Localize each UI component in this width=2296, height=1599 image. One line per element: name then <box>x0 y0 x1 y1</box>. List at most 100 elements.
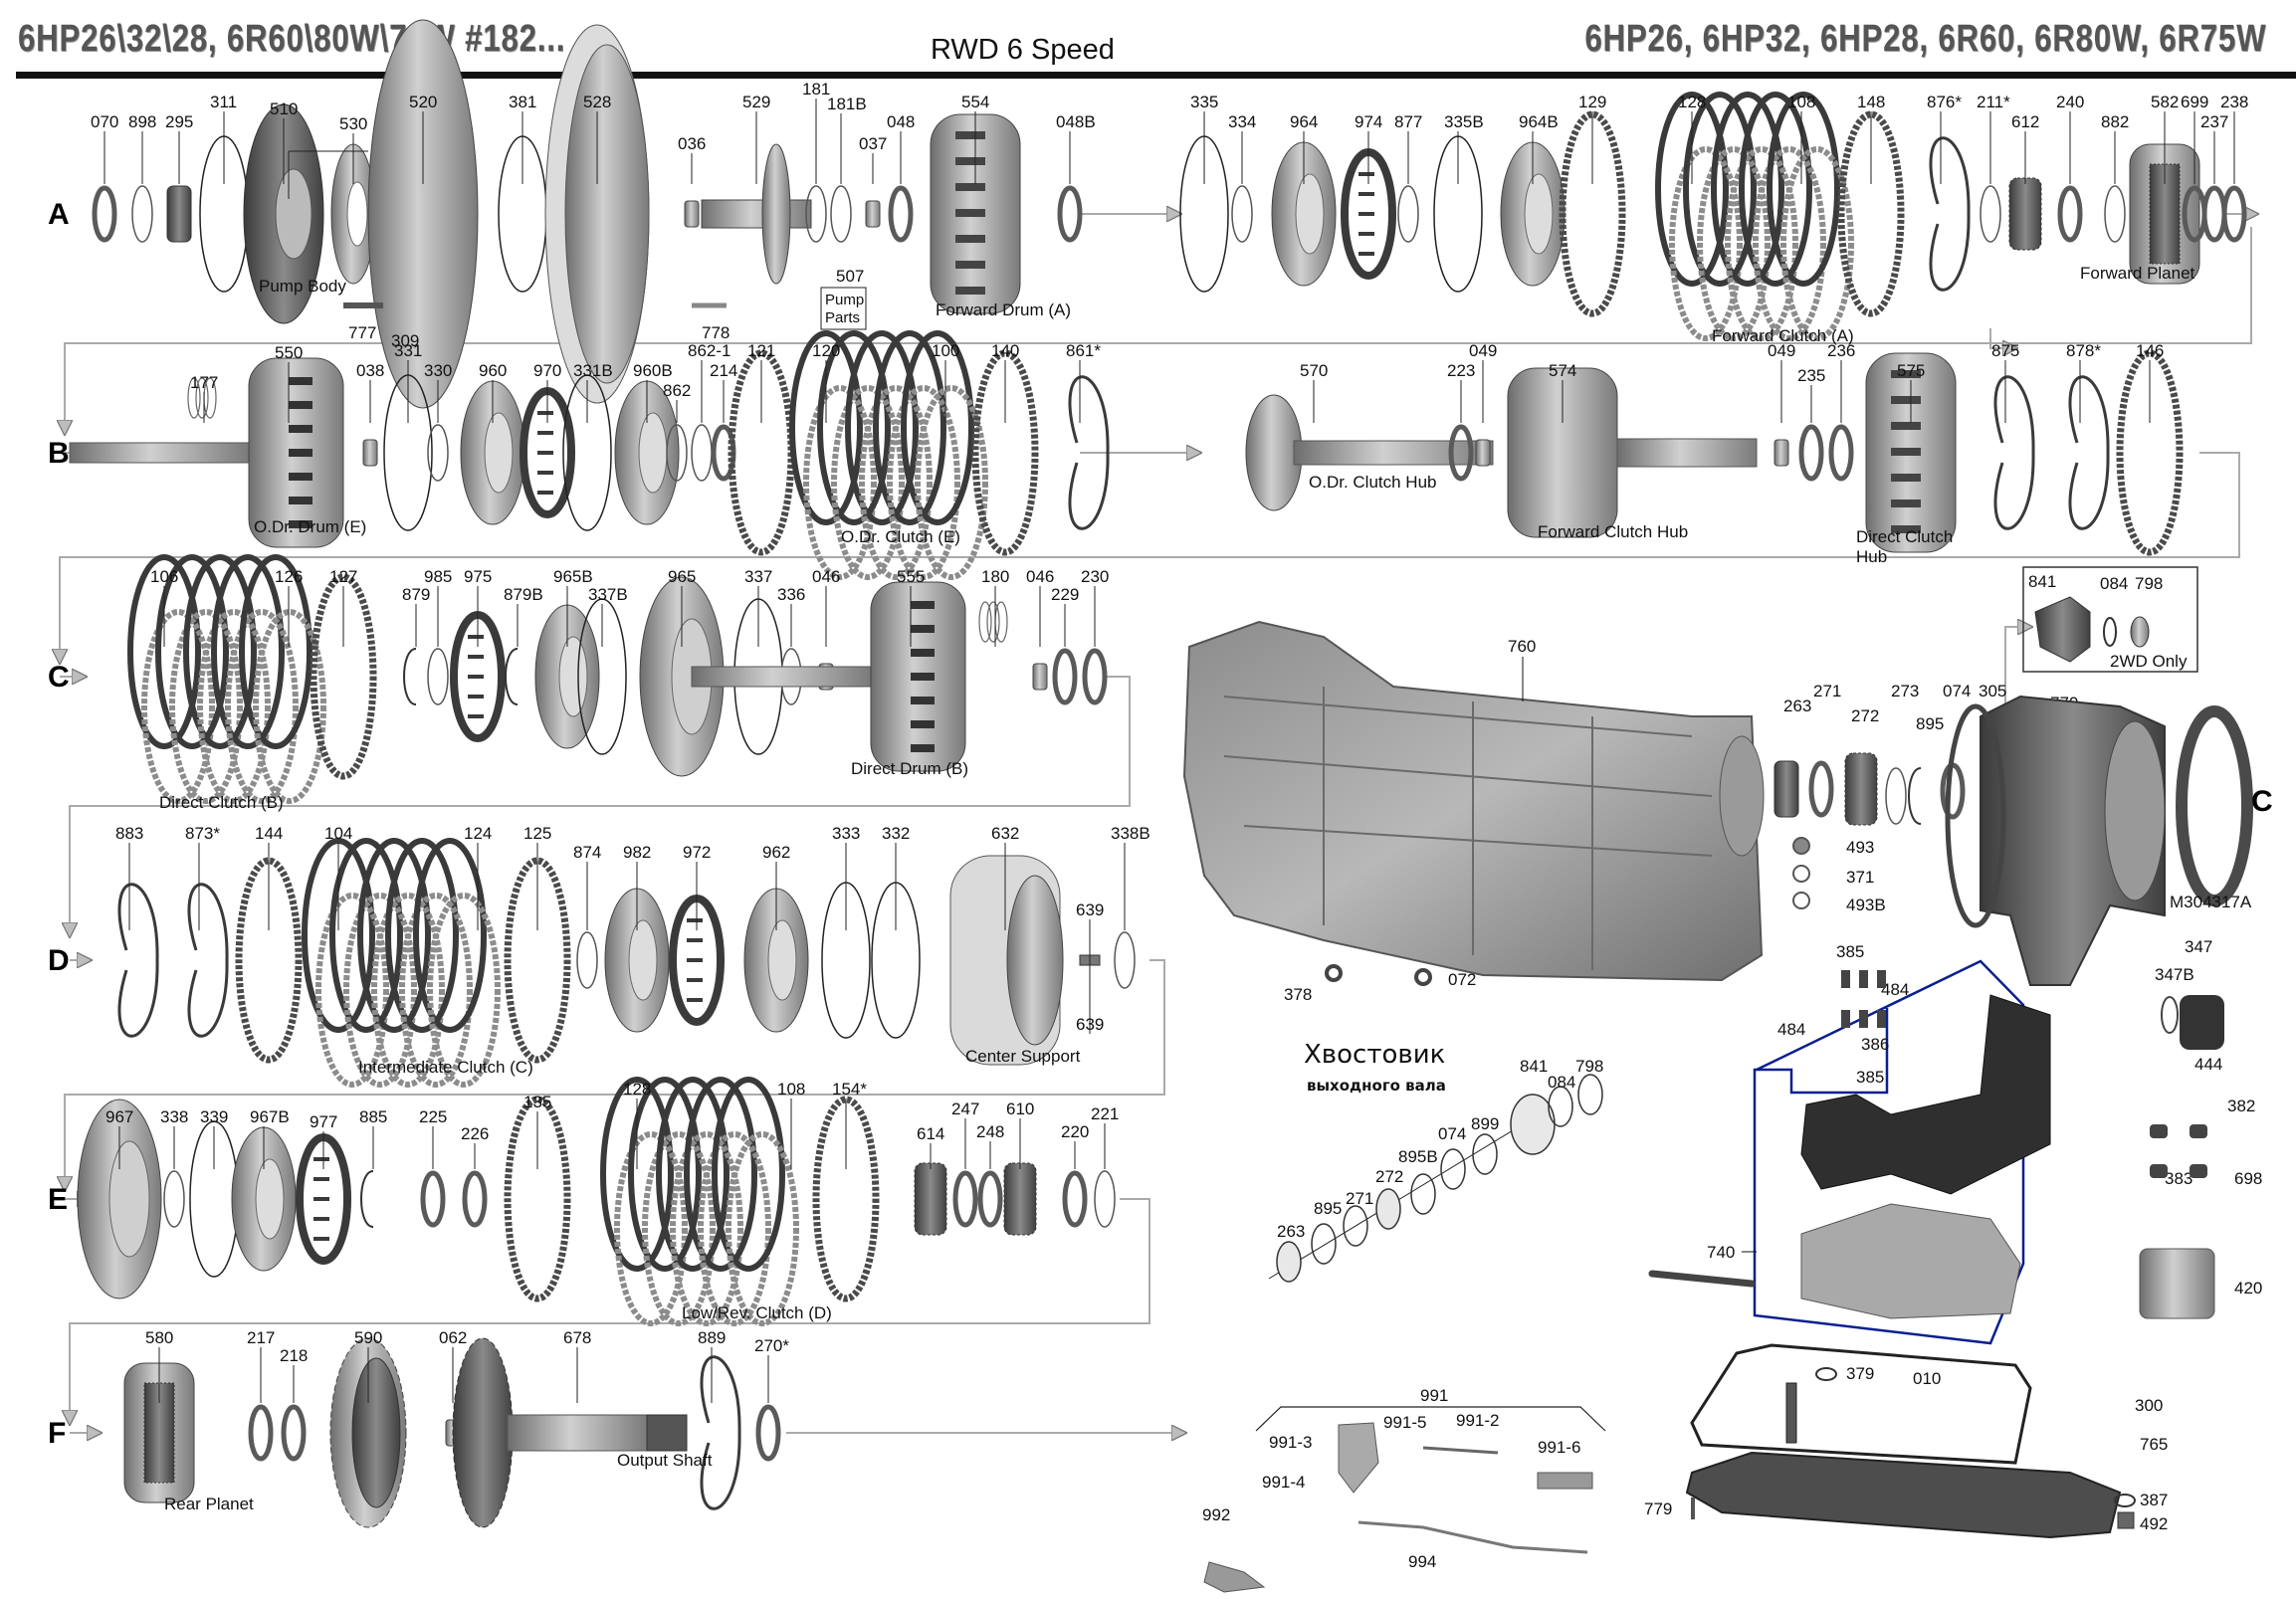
part-ring-thick[interactable] <box>2057 185 2083 243</box>
part-ring-thin[interactable] <box>427 648 449 705</box>
pan-bolt[interactable] <box>1691 1498 1695 1519</box>
case-part[interactable] <box>1774 760 1799 818</box>
part-drum[interactable] <box>930 113 1021 314</box>
oring-part[interactable] <box>1815 1367 1837 1381</box>
part-oring-large[interactable] <box>577 598 627 755</box>
part-small-rings[interactable] <box>978 601 1008 643</box>
part-planet[interactable] <box>2129 143 2200 285</box>
drain-plug[interactable] <box>2117 1511 2135 1529</box>
case-part[interactable] <box>1414 968 1432 986</box>
part-ring-thick[interactable] <box>888 185 914 243</box>
part-ring-thick[interactable] <box>248 1404 274 1462</box>
part-ring-thin[interactable] <box>427 424 449 482</box>
part-bushing[interactable] <box>1774 439 1789 467</box>
part-ring-thick[interactable] <box>281 1404 307 1462</box>
valve-spacer[interactable] <box>1841 1010 1850 1028</box>
part-clutch-plate[interactable] <box>310 573 377 780</box>
valve-spacer[interactable] <box>1877 1010 1886 1028</box>
inset-part[interactable] <box>1343 1205 1368 1247</box>
part-ring-thick[interactable] <box>977 1170 1003 1228</box>
part-drum-shaft[interactable] <box>691 581 966 772</box>
part-ring-thin[interactable] <box>691 424 713 482</box>
seal-part[interactable] <box>2150 1124 2168 1138</box>
part-plate-large[interactable] <box>367 19 479 409</box>
part-ring-thin[interactable] <box>1231 185 1253 243</box>
valve-body-plate[interactable] <box>1800 994 2051 1195</box>
part-snap-ring[interactable] <box>1929 136 1971 292</box>
part-ring-thin[interactable] <box>1094 1170 1116 1228</box>
seal-part[interactable] <box>2103 617 2117 647</box>
part-snap-ring[interactable] <box>117 883 159 1038</box>
part-clutch-plate[interactable] <box>235 857 303 1064</box>
part-ring-thin[interactable] <box>163 1170 185 1228</box>
part-bushing[interactable] <box>684 200 700 228</box>
valve-spacer[interactable] <box>1877 970 1886 988</box>
part-gear[interactable] <box>2008 177 2042 251</box>
park-rod[interactable] <box>1357 1520 1588 1554</box>
gasket-305[interactable] <box>1945 703 2006 928</box>
part-bearing[interactable] <box>166 185 192 243</box>
part-ring-thin[interactable] <box>1397 185 1419 243</box>
part-snap-ring[interactable] <box>700 1355 741 1510</box>
part-snap-ring[interactable] <box>1993 375 2035 530</box>
gasket-m304317a[interactable] <box>2176 705 2253 906</box>
case-part[interactable] <box>1792 837 1810 855</box>
part-bushing[interactable] <box>865 200 881 228</box>
part-ring-thick[interactable] <box>1798 424 1824 482</box>
part-ring-thick[interactable] <box>2201 185 2227 243</box>
part-ring-thin[interactable] <box>830 185 852 243</box>
seal-part[interactable] <box>2161 996 2179 1034</box>
case-part[interactable] <box>1885 767 1907 825</box>
connector-sleeve[interactable] <box>2180 995 2224 1050</box>
inset-part[interactable] <box>1577 1074 1603 1115</box>
part-bushing[interactable] <box>362 439 378 467</box>
case-part[interactable] <box>1844 752 1878 826</box>
part-ring-thin[interactable] <box>2104 185 2126 243</box>
part-pump-body[interactable] <box>243 103 324 324</box>
inset-part[interactable] <box>1375 1188 1401 1230</box>
part-drum-shaft[interactable] <box>69 357 344 548</box>
part-ring-thin[interactable] <box>131 185 153 243</box>
oil-pan[interactable] <box>1685 1451 2122 1539</box>
case-part[interactable] <box>1792 865 1810 883</box>
part-snap-ring[interactable] <box>187 883 229 1038</box>
manual-lever[interactable] <box>1203 1561 1266 1593</box>
part-ring-thick[interactable] <box>1082 648 1108 705</box>
part-drum[interactable] <box>1865 352 1957 553</box>
part-gear[interactable] <box>914 1162 947 1236</box>
part-piston[interactable] <box>604 888 670 1033</box>
part-hub-shaft[interactable] <box>1245 394 1494 511</box>
part-clutch-plate[interactable] <box>971 349 1039 556</box>
inset-part[interactable] <box>1548 1086 1573 1127</box>
part-ring-thick[interactable] <box>420 1170 446 1228</box>
part-piston[interactable] <box>614 380 680 525</box>
part-bushing[interactable] <box>1032 663 1048 691</box>
seal-part[interactable] <box>2150 1164 2168 1178</box>
oring-part[interactable] <box>2114 1494 2136 1507</box>
part-output-shaft[interactable] <box>452 1337 688 1528</box>
part-clutch-pack[interactable] <box>1655 92 1854 341</box>
part-oring-large[interactable] <box>562 374 612 531</box>
case-part[interactable] <box>1792 892 1810 909</box>
part-snap-ring[interactable] <box>1068 375 1110 530</box>
part-snap-ring[interactable] <box>2068 375 2110 530</box>
part-clutch-plate[interactable] <box>1559 110 1626 317</box>
part-ring-thick[interactable] <box>1448 424 1474 482</box>
part-piston-large[interactable] <box>77 1099 162 1299</box>
case-part[interactable] <box>1325 964 1343 982</box>
part-ring-thick[interactable] <box>952 1170 978 1228</box>
part-ring-thin[interactable] <box>805 185 827 243</box>
valve-spacer[interactable] <box>1859 970 1868 988</box>
bolt-part[interactable] <box>1648 1270 1756 1288</box>
part-clutch-pack[interactable] <box>302 838 501 1088</box>
part-snap-ring-small[interactable] <box>403 648 417 705</box>
part-ring-thin[interactable] <box>666 424 688 482</box>
part-ring-thick[interactable] <box>92 185 117 243</box>
inset-part[interactable] <box>1410 1173 1436 1215</box>
output-flange-part[interactable] <box>2034 596 2091 663</box>
part-clutch-plate[interactable] <box>2116 349 2184 556</box>
part-ring-thick[interactable] <box>462 1170 488 1228</box>
part-ring-thick[interactable] <box>755 1404 781 1462</box>
valve-spacer[interactable] <box>1841 970 1850 988</box>
solenoid-pack[interactable] <box>2139 1248 2215 1319</box>
